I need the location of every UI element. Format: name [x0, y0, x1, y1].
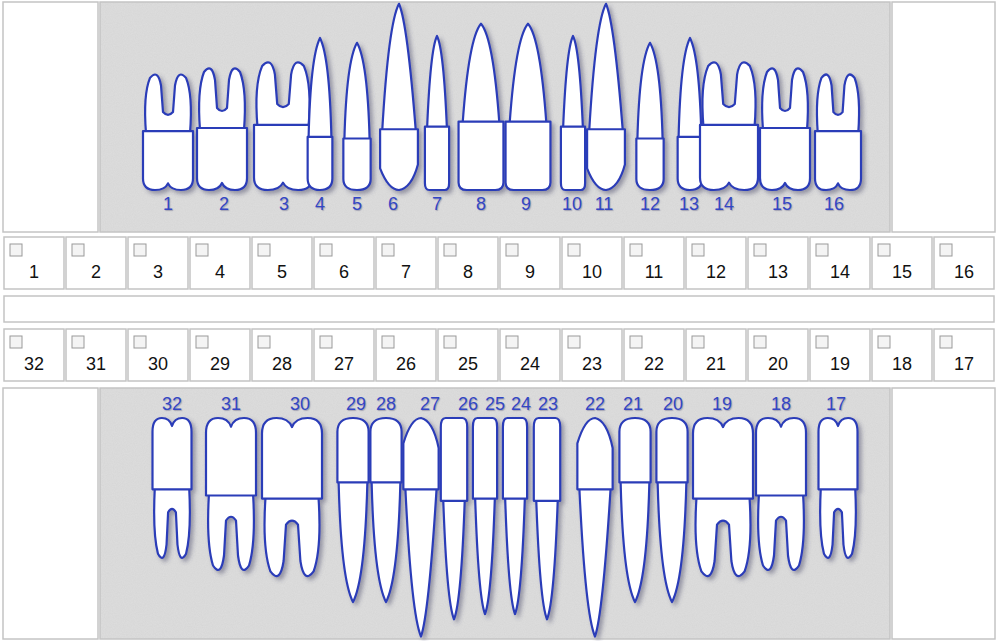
table-cell: 22 — [644, 354, 664, 374]
table-cell: 21 — [706, 354, 726, 374]
table-cell: 30 — [148, 354, 168, 374]
table-cell: 7 — [401, 262, 411, 282]
tooth-number: 4 — [315, 194, 325, 214]
tooth-number: 23 — [538, 394, 558, 414]
table-cell: 28 — [272, 354, 292, 374]
table-cell: 32 — [24, 354, 44, 374]
tooth-number: 25 — [485, 394, 505, 414]
table-cell: 19 — [830, 354, 850, 374]
table-cell: 8 — [463, 262, 473, 282]
table-cell: 5 — [277, 262, 287, 282]
table-cell: 31 — [86, 354, 106, 374]
table-cell: 3 — [153, 262, 163, 282]
tooth-number: 9 — [521, 194, 531, 214]
table-cell: 20 — [768, 354, 788, 374]
table-cell: 10 — [582, 262, 602, 282]
table-cell: 13 — [768, 262, 788, 282]
table-cell: 11 — [645, 262, 664, 282]
tooth-number: 2 — [219, 194, 229, 214]
tooth-number: 7 — [432, 194, 442, 214]
table-cell: 26 — [396, 354, 416, 374]
table-cell: 2 — [91, 262, 101, 282]
tooth-number: 14 — [714, 194, 734, 214]
tooth-number: 28 — [376, 394, 396, 414]
tooth-number: 29 — [346, 394, 366, 414]
table-cell: 27 — [334, 354, 354, 374]
tooth-number: 10 — [562, 194, 582, 214]
table-cell: 15 — [892, 262, 912, 282]
tooth-number: 30 — [290, 394, 310, 414]
tooth-number: 8 — [476, 194, 486, 214]
tooth-number: 26 — [458, 394, 478, 414]
tooth-number: 1 — [163, 194, 173, 214]
tooth-number: 31 — [221, 394, 241, 414]
tooth-number: 27 — [420, 394, 440, 414]
tooth-number: 32 — [162, 394, 182, 414]
table-cell: 14 — [830, 262, 850, 282]
tooth-number: 6 — [388, 194, 398, 214]
table-cell: 29 — [210, 354, 230, 374]
table-cell: 16 — [954, 262, 974, 282]
tooth-number: 22 — [585, 394, 605, 414]
table-cell: 4 — [215, 262, 225, 282]
table-cell: 6 — [339, 262, 349, 282]
tooth-number: 17 — [826, 394, 846, 414]
table-cell: 18 — [892, 354, 912, 374]
table-cell: 25 — [458, 354, 478, 374]
tooth-number: 13 — [679, 194, 699, 214]
tooth-number: 11 — [595, 194, 614, 214]
tooth-number: 5 — [352, 194, 362, 214]
tooth-number: 20 — [663, 394, 683, 414]
tooth-number: 16 — [824, 194, 844, 214]
tooth-number: 21 — [623, 394, 643, 414]
table-cell: 9 — [525, 262, 535, 282]
tooth-number: 24 — [511, 394, 531, 414]
tooth-number: 18 — [771, 394, 791, 414]
table-cell: 17 — [954, 354, 974, 374]
table-cell: 24 — [520, 354, 540, 374]
tooth-number: 19 — [712, 394, 732, 414]
tooth-number: 3 — [279, 194, 289, 214]
table-cell: 23 — [582, 354, 602, 374]
tooth-number: 12 — [640, 194, 660, 214]
table-cell: 1 — [29, 262, 39, 282]
table-cell: 12 — [706, 262, 726, 282]
tooth-number: 15 — [772, 194, 792, 214]
